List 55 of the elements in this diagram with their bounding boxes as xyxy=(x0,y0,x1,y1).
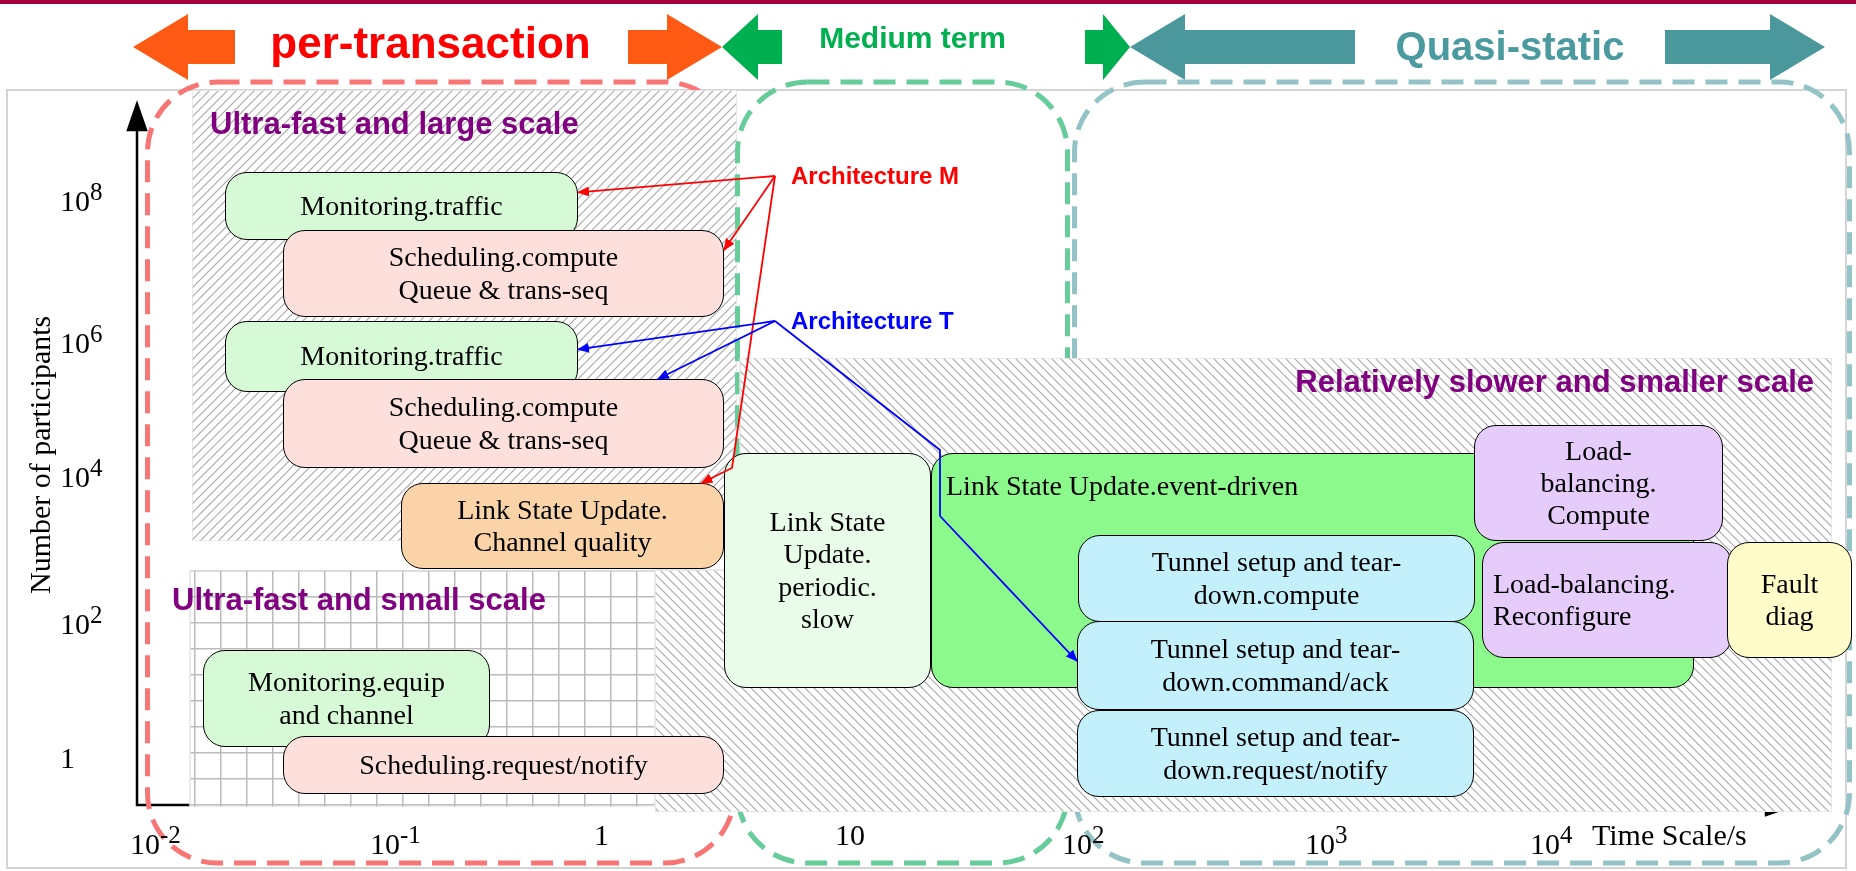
axis-title: Time Scale/s xyxy=(1592,817,1747,853)
box-text: Tunnel setup and tear-down.command/ack xyxy=(1149,633,1402,698)
box-text: Queue & trans-seq xyxy=(398,423,609,456)
box-text: Link State Update. periodic. slow xyxy=(768,506,887,635)
box-text: Tunnel setup and tear-down.request/notify xyxy=(1149,721,1402,786)
rounded-box xyxy=(283,736,724,794)
box-text: Scheduling.request/notify xyxy=(359,748,648,782)
arrow xyxy=(577,320,776,353)
axis-tick-label: 10$^{3}$ xyxy=(1305,820,1348,862)
rounded-box xyxy=(401,483,724,569)
axis-tick-label: 10$^{-2}$ xyxy=(130,820,181,862)
box-text: Scheduling.compute xyxy=(388,391,619,424)
rounded-box xyxy=(1474,425,1723,541)
annotation-label: Architecture M xyxy=(775,160,1015,192)
axis-tick-label: 10$^{6}$ xyxy=(60,319,103,361)
axis-tick-label: 10$^{8}$ xyxy=(60,177,103,219)
box-text: Tunnel setup and tear-down.compute xyxy=(1150,546,1403,611)
rounded-box xyxy=(283,379,724,468)
axis-title: Number of participants xyxy=(22,315,57,594)
rounded-box xyxy=(203,650,490,747)
band-heading: Relatively slower and smaller scale xyxy=(1295,363,1814,401)
band-heading: Ultra-fast and small scale xyxy=(172,581,546,619)
arrow xyxy=(577,175,776,197)
arrow xyxy=(700,175,776,484)
box-text: Scheduling.compute xyxy=(388,241,619,274)
arrow xyxy=(774,320,1078,662)
rounded-box xyxy=(1482,542,1732,658)
box-text: Monitoring.equip and channel xyxy=(247,666,446,731)
axis-tick-label: 10$^{4}$ xyxy=(1530,820,1573,862)
box-text: Queue & trans-seq xyxy=(398,273,609,306)
arrow xyxy=(656,320,776,380)
axis-tick-label: 10 xyxy=(835,817,865,853)
band-heading: Ultra-fast and large scale xyxy=(210,105,579,143)
box-text: Link State Update. Channel quality xyxy=(456,493,669,559)
box-text: Monitoring.traffic xyxy=(300,189,503,223)
box-text: Monitoring.traffic xyxy=(300,340,503,373)
axis-tick-label: 10$^{2}$ xyxy=(60,600,103,642)
rounded-box xyxy=(283,230,724,317)
box-text: Fault diag xyxy=(1759,567,1820,633)
box-text: Load-balancing. Reconfigure xyxy=(1493,567,1677,633)
axis-tick-label: 1 xyxy=(594,817,609,853)
region-heading: Quasi-static xyxy=(1394,23,1626,70)
arrow xyxy=(723,175,776,251)
rounded-box xyxy=(1077,621,1474,710)
axis-tick-label: 10$^{2}$ xyxy=(1062,820,1105,862)
region-heading: per-transaction xyxy=(269,17,592,69)
box-text: Load-balancing. Compute xyxy=(1539,434,1658,532)
rounded-box xyxy=(1078,535,1475,622)
box-text: Link State Update.event-driven xyxy=(946,470,1299,503)
axis-tick-label: 10$^{4}$ xyxy=(60,453,103,495)
axis-tick-label: 1 xyxy=(60,740,75,776)
rounded-box xyxy=(1077,710,1474,797)
region-heading: Medium term xyxy=(818,20,1007,56)
axis-tick-label: 10$^{-1}$ xyxy=(370,820,421,862)
annotation-label: Architecture T xyxy=(775,305,1015,337)
